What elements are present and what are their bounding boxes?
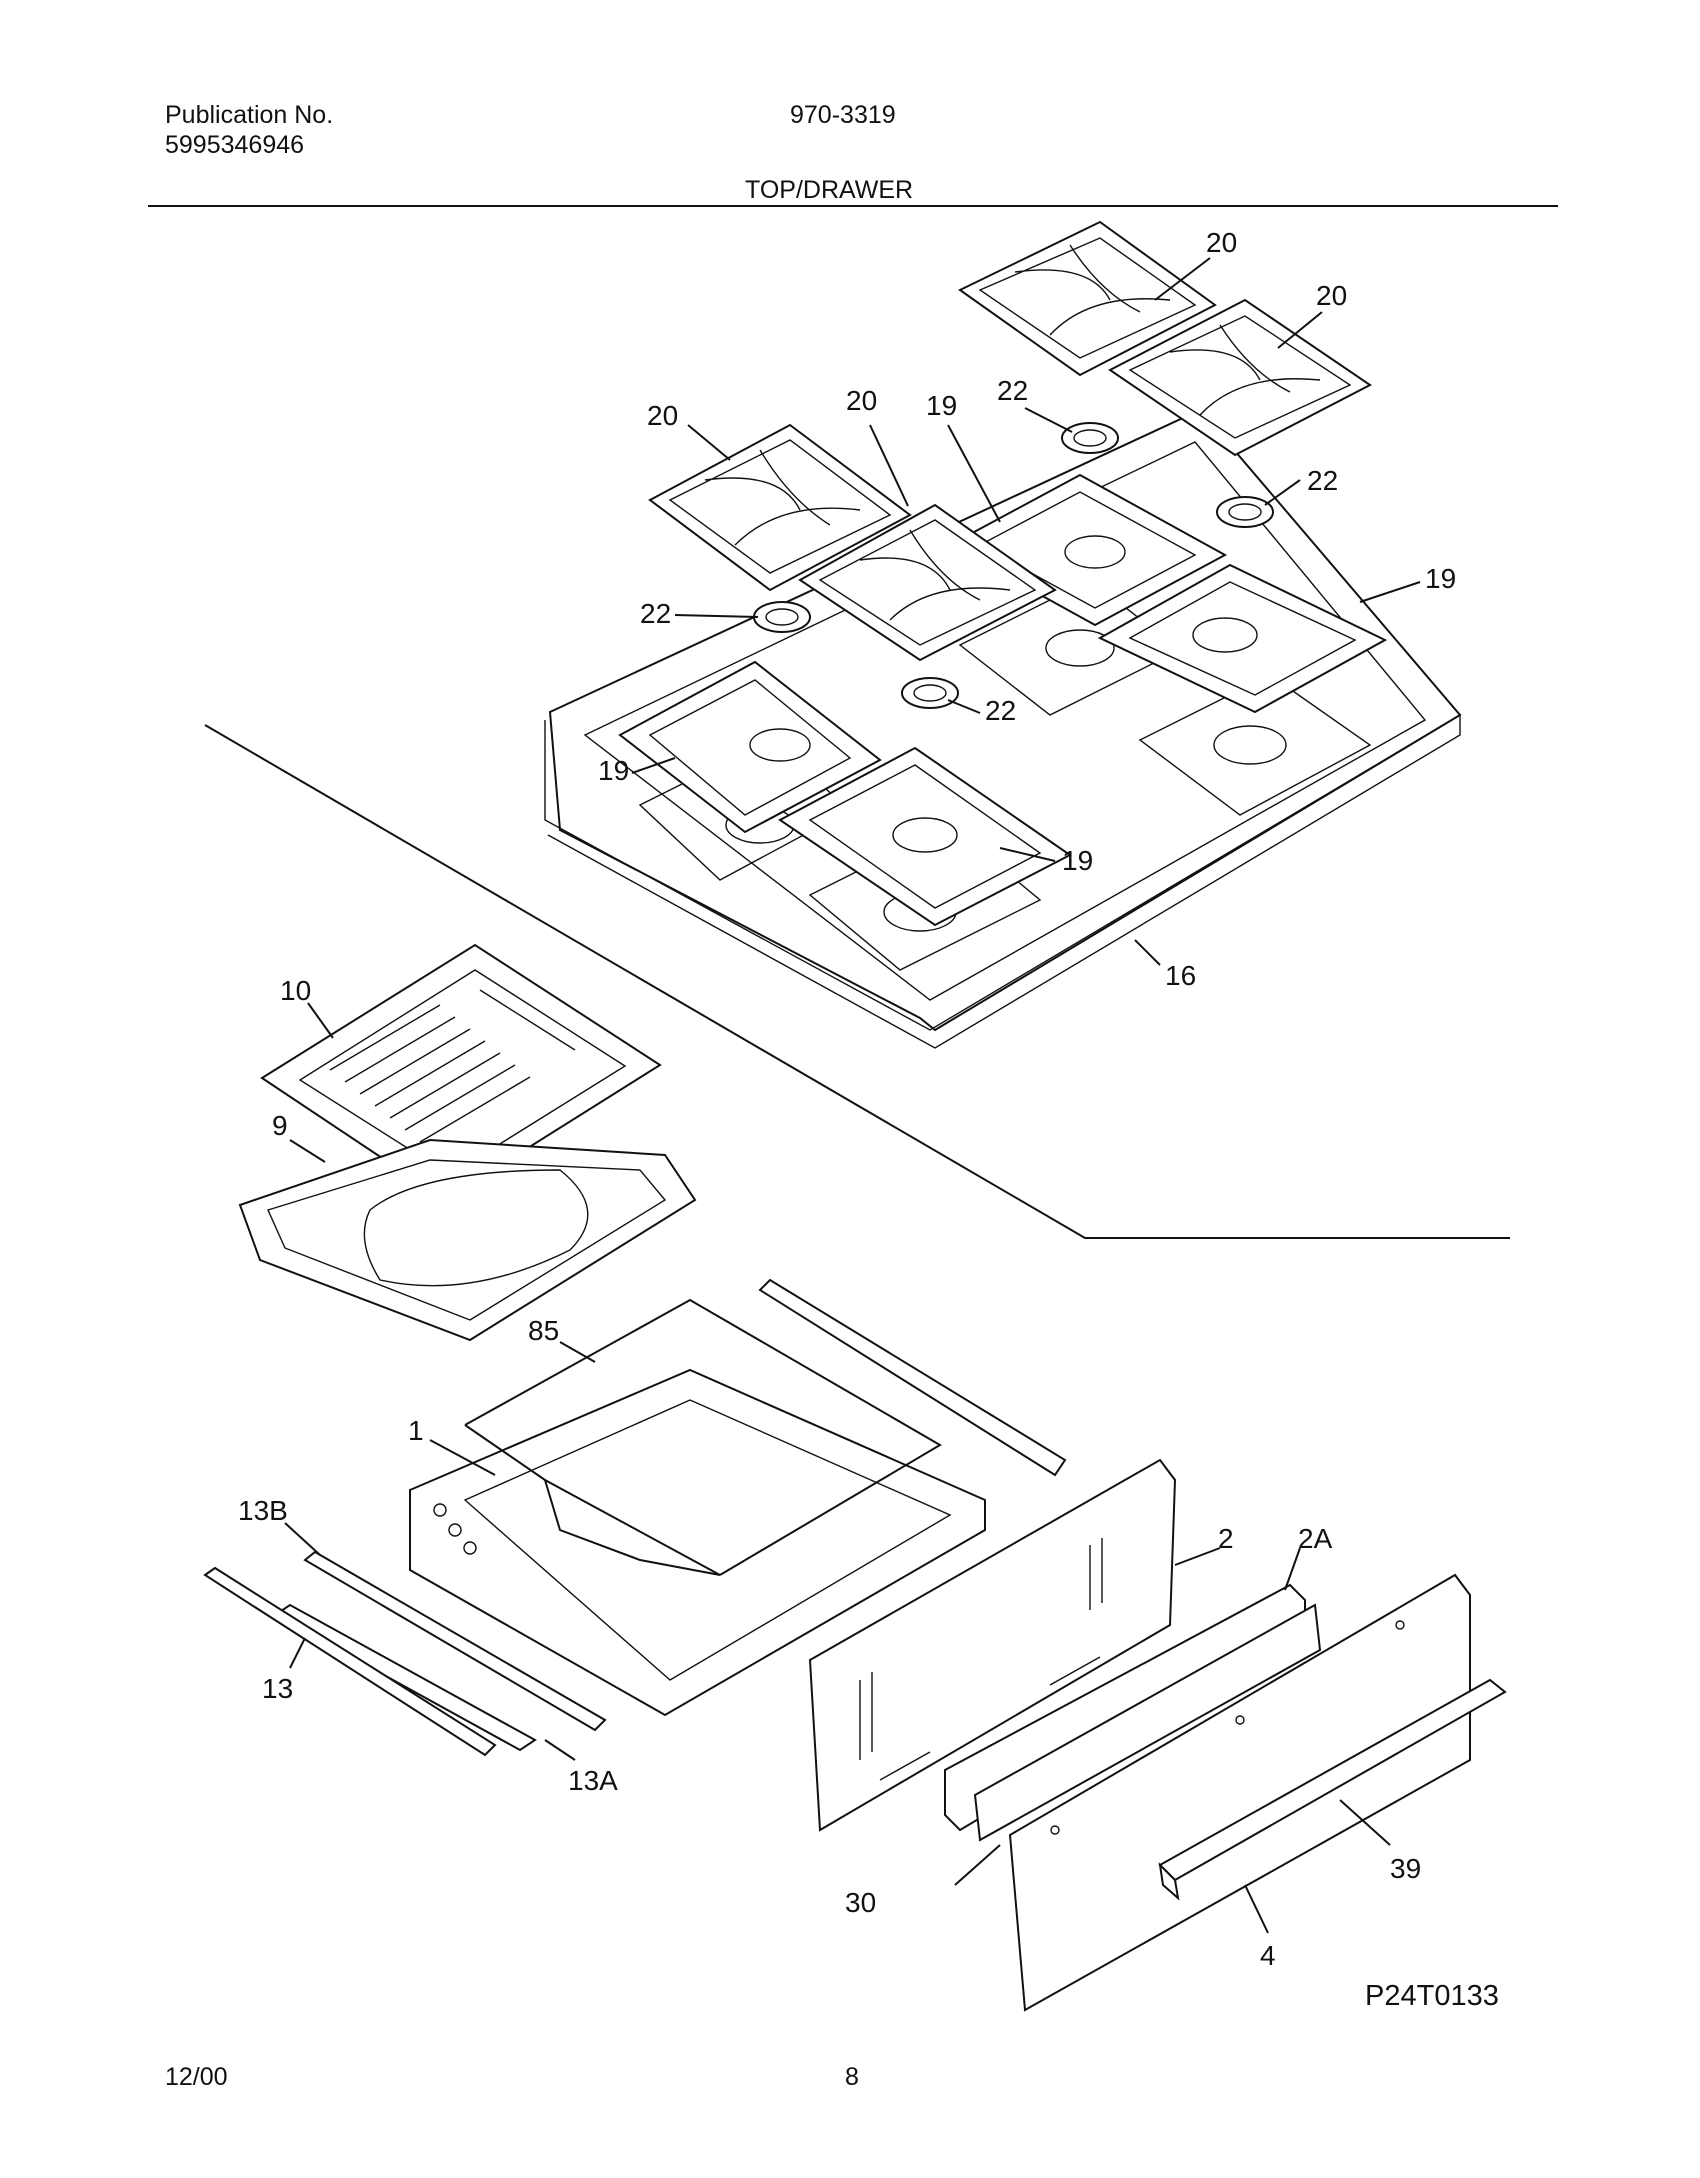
publication-label: Publication No. [165,101,334,129]
grate-20-rear-left [958,220,1217,377]
publication-number: 5995346946 [165,131,305,159]
callout-drawer-rack: 85 [528,1315,559,1346]
drawer-outer-panel-4 [1008,1573,1471,2012]
callout-drip-pan-front-right: 19 [1062,845,1093,876]
drawer-body-1 [409,1368,986,1717]
drip-pan-19-rear-right [1097,563,1388,714]
callout-drip-pan-front-left: 19 [598,755,629,786]
grate-20-rear-right [1108,298,1372,457]
burner-ring-22-a [753,601,811,633]
footer-date: 12/00 [165,2063,228,2091]
drawer-side-rail [758,1278,1067,1477]
callout-drip-pan-rear-right: 19 [1425,563,1456,594]
drawer-handle-39 [1158,1678,1507,1901]
callout-grate-rear-right: 20 [1316,280,1347,311]
grate-20-front-right [798,503,1057,662]
callout-drawer-outer-panel: 4 [1260,1940,1276,1971]
leader-lines [284,257,1421,1934]
callout-burner-ring-rear-left: 22 [997,375,1028,406]
callout-slide-rail-13: 13 [262,1673,293,1704]
callout-burner-ring-front-right: 22 [985,695,1016,726]
callout-burner-ring-rear-right: 22 [1307,465,1338,496]
burner-ring-22-b [901,677,959,709]
callout-drawer-body: 1 [408,1415,424,1446]
callout-drawer-handle: 39 [1390,1853,1421,1884]
callout-slide-rail-13a: 13A [568,1765,618,1796]
callout-cooktop: 16 [1165,960,1196,991]
callout-broiler-grid: 10 [280,975,311,1006]
drawer-rack-85 [464,1298,942,1576]
callout-grate-rear-left: 20 [1206,227,1237,258]
callout-grate-front-left: 20 [647,400,678,431]
model-code: 970-3319 [790,101,896,129]
callout-broiler-pan: 9 [272,1110,288,1141]
drip-pan-19-front-right [778,746,1072,927]
diagram-image-code: P24T0133 [1365,1980,1499,2012]
callout-drawer-front-panel: 2 [1218,1523,1234,1554]
page-number: 8 [845,2063,859,2091]
burner-ring-22-d [1216,496,1274,528]
header-rule [148,205,1558,207]
grate-20-front-left [648,423,912,592]
slide-rail-13 [203,1566,497,1757]
burner-ring-22-c [1061,422,1119,454]
slide-rail-13b [273,1550,607,1752]
callout-drawer-front-trim: 2A [1298,1523,1333,1554]
callout-burner-ring-front-left: 22 [640,598,671,629]
drawer-spacer-30 [973,1603,1322,1842]
callout-slide-rail-13b: 13B [238,1495,288,1526]
drawer-front-panel-2 [808,1458,1177,1832]
section-title: TOP/DRAWER [745,176,914,204]
section-divider-line [204,724,1510,1239]
callout-drip-pan-rear-left: 19 [926,390,957,421]
drip-pan-19-front-left [618,660,882,834]
broiler-pan-9 [238,1138,697,1342]
drip-pan-19-rear-left [947,473,1228,627]
callout-drawer-spacer: 30 [845,1887,876,1918]
callout-grate-front-right: 20 [846,385,877,416]
